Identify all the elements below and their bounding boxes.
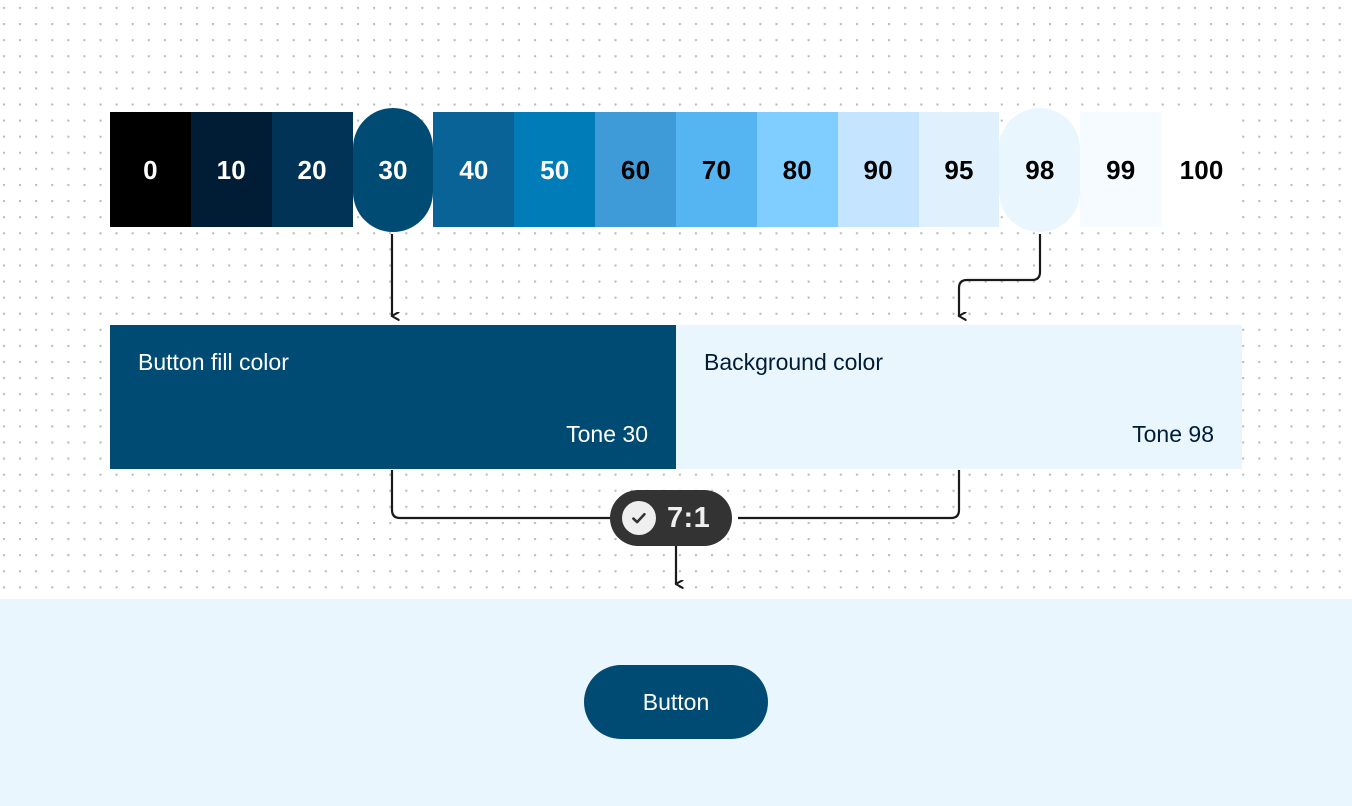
tone-swatch-label: 60 [620, 154, 651, 185]
tone-swatch-label: 100 [1179, 154, 1224, 185]
tone-swatch-label: 70 [701, 154, 732, 185]
tone-swatch-20[interactable]: 20 [271, 112, 353, 227]
preview-button[interactable]: Button [584, 665, 768, 739]
role-bar-tone-label: Tone 98 [1132, 421, 1214, 448]
tone-swatch-label: 10 [216, 154, 246, 185]
tone-swatch-label: 0 [143, 154, 158, 185]
role-bar-tone-label: Tone 30 [566, 421, 648, 448]
tone-palette-strip: 0 10 20 30 40 50 60 70 80 90 95 98 99 100 [110, 107, 1243, 232]
tone-swatch-50[interactable]: 50 [514, 112, 596, 227]
contrast-ratio-value: 7:1 [667, 501, 711, 534]
tone-swatch-30[interactable]: 30 [352, 107, 434, 232]
tone-swatch-60[interactable]: 60 [595, 112, 677, 227]
role-bar-button-fill-color[interactable]: Button fill color Tone 30 [110, 325, 676, 469]
role-bar-background-color[interactable]: Background color Tone 98 [676, 325, 1242, 469]
tone-swatch-0[interactable]: 0 [110, 112, 191, 227]
contrast-ratio-badge[interactable]: 7:1 [610, 490, 733, 546]
tone-swatch-70[interactable]: 70 [676, 112, 757, 227]
role-bars-group: Button fill color Tone 30 Background col… [110, 325, 1242, 469]
tone-swatch-100[interactable]: 100 [1161, 112, 1243, 227]
tone-swatch-98[interactable]: 98 [999, 107, 1081, 232]
tone-swatch-label: 99 [1106, 154, 1136, 185]
tone-swatch-label: 98 [1025, 154, 1055, 185]
tone-swatch-label: 80 [782, 154, 812, 185]
tone-swatch-label: 30 [378, 154, 408, 185]
tone-swatch-label: 95 [944, 154, 974, 185]
tone-swatch-90[interactable]: 90 [837, 112, 919, 227]
tone-swatch-80[interactable]: 80 [756, 112, 838, 227]
tone-swatch-label: 50 [540, 154, 570, 185]
tone-swatch-label: 20 [297, 154, 327, 185]
tone-swatch-label: 90 [863, 154, 893, 185]
tone-swatch-40[interactable]: 40 [433, 112, 515, 227]
role-bar-title: Background color [704, 349, 883, 375]
tone-swatch-label: 40 [459, 154, 489, 185]
tone-swatch-10[interactable]: 10 [190, 112, 272, 227]
role-bar-title: Button fill color [138, 349, 289, 375]
tone-swatch-99[interactable]: 99 [1080, 112, 1162, 227]
check-circle-icon [622, 501, 656, 535]
tone-swatch-95[interactable]: 95 [918, 112, 1000, 227]
